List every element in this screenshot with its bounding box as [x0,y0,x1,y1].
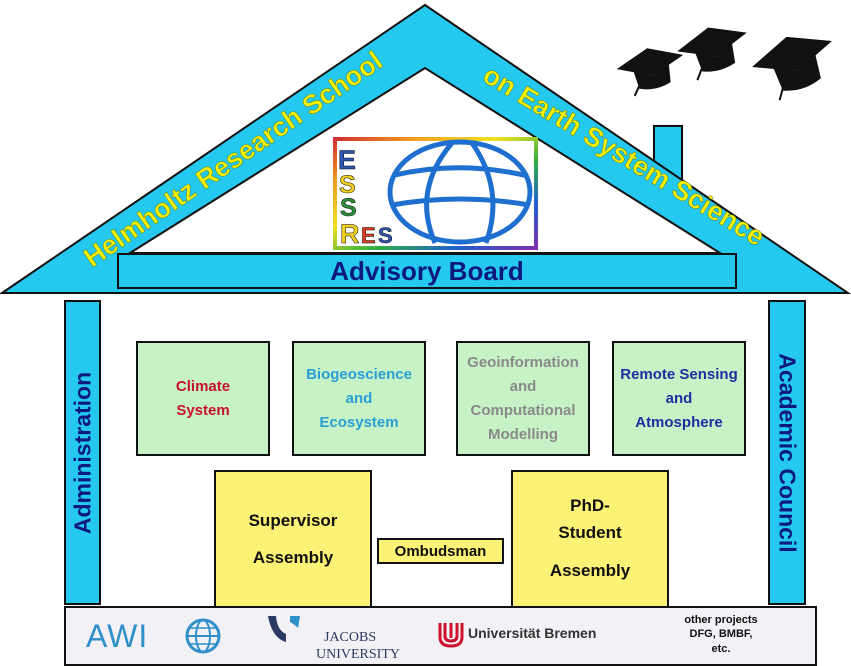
other-line-3: etc. [711,642,731,655]
theme-geo-line-1: Geoinformation [467,353,579,371]
logo-letter-s1: S [339,171,356,199]
essres-logo: E S S R E S [333,137,538,250]
theme-geoinformation: Geoinformation and Computational Modelli… [456,341,590,456]
other-line-2: DFG, BMBF, [689,628,753,641]
theme-rs-line-2: and [665,389,693,407]
theme-biogeoscience: Biogeoscience and Ecosystem [292,341,426,456]
supervisor-assembly-box: Supervisor Assembly [214,470,372,608]
awi-globe-icon [185,618,221,654]
theme-geo-line-2: and [509,377,537,395]
theme-climate-line-2: System [176,401,230,419]
phd-line-1: PhD- [570,496,610,516]
academic-council-pillar: Academic Council [768,300,806,605]
ombudsman-box: Ombudsman [377,538,504,564]
ombudsman-label: Ombudsman [394,542,487,560]
globe-icon [387,139,533,245]
logo-letter-e1: E [338,145,356,175]
logo-letter-r: R [340,219,360,249]
theme-remote-sensing: Remote Sensing and Atmosphere [612,341,746,456]
advisory-board-label: Advisory Board [330,256,524,286]
bremen-label: Universität Bremen [468,625,597,641]
advisory-board-band [117,253,737,289]
jacobs-logo-icon [268,616,300,642]
theme-bio-line-3: Ecosystem [319,413,399,431]
logo-letter-s3: S [378,223,393,248]
phd-line-3: Assembly [549,561,631,581]
jacobs-line-2: UNIVERSITY [316,647,400,662]
theme-bio-line-2: and [345,389,373,407]
graduation-caps-icon [616,27,832,101]
theme-bio-line-1: Biogeoscience [306,365,412,383]
logo-letter-s2: S [340,194,357,222]
theme-geo-line-4: Modelling [488,425,558,443]
theme-climate-system: Climate System [136,341,270,456]
theme-rs-line-3: Atmosphere [635,413,723,431]
phd-student-assembly-box: PhD- Student Assembly [511,470,669,608]
jacobs-line-1: JACOBS [324,630,377,645]
supervisor-line-2: Assembly [252,548,334,567]
partner-footer: AWI JACOBS UNIVERSITY Universität Bremen… [64,606,817,666]
other-line-1: other projects [684,614,758,626]
supervisor-line-1: Supervisor [248,510,338,530]
awi-logo-text: AWI [86,618,149,654]
theme-climate-line-1: Climate [175,377,231,395]
logo-letter-e2: E [361,223,376,248]
theme-rs-line-1: Remote Sensing [620,365,738,383]
academic-council-label: Academic Council [774,352,801,553]
bremen-logo-icon [438,623,464,648]
theme-geo-line-3: Computational [470,401,576,419]
phd-line-2: Student [558,522,622,542]
other-projects-text: other projects DFG, BMBF, etc. [666,613,776,656]
administration-pillar: Administration [64,300,101,605]
administration-label: Administration [69,371,95,534]
